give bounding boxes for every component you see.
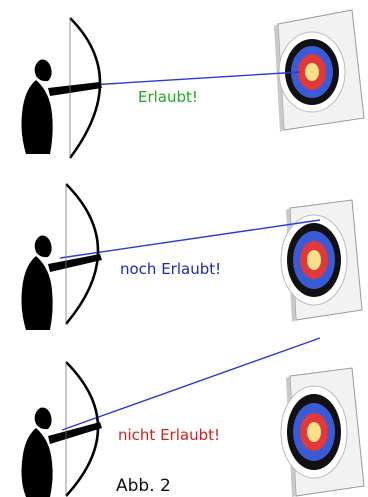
archer-illustration	[0, 0, 368, 160]
verdict-label: noch Erlaubt!	[120, 260, 221, 278]
verdict-label: Erlaubt!	[138, 88, 198, 106]
sight-line	[90, 72, 300, 85]
figure-caption: Abb. 2	[116, 476, 171, 496]
panel-not-allowed: nicht Erlaubt!	[0, 330, 368, 497]
verdict-label: nicht Erlaubt!	[118, 426, 220, 444]
archer-silhouette	[22, 184, 103, 330]
sight-line	[62, 338, 320, 430]
target-board	[281, 200, 362, 322]
archer-illustration	[0, 160, 368, 330]
panel-allowed: Erlaubt!	[0, 0, 368, 160]
archer-illustration	[0, 330, 368, 497]
archer-silhouette	[22, 18, 103, 158]
panel-still-allowed: noch Erlaubt!	[0, 160, 368, 330]
target-board	[281, 368, 364, 497]
archer-silhouette	[22, 362, 103, 497]
target-board	[274, 10, 364, 132]
